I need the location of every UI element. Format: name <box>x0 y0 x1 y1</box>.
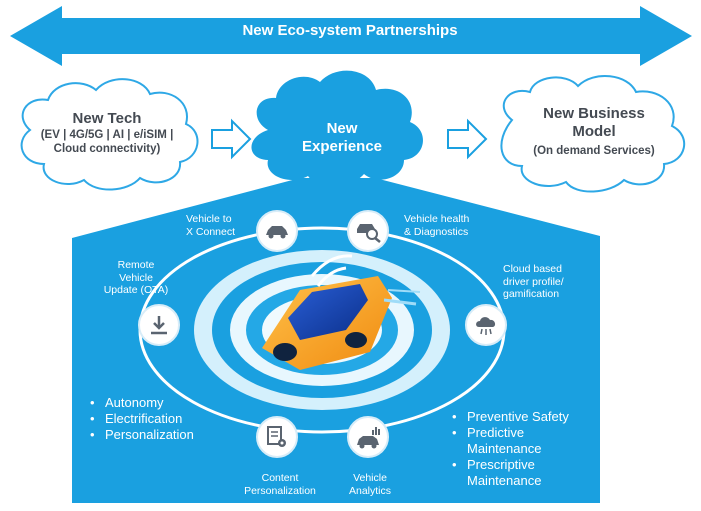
connected-car-illustration <box>262 254 421 370</box>
diagnostics-icon-circle <box>347 210 389 252</box>
bullet-item: Personalization <box>90 427 240 443</box>
document-gear-icon <box>267 426 286 447</box>
feature-label-ota: Remote Vehicle Update (OTA) <box>103 259 169 296</box>
partnerships-banner-label: New Eco-system Partnerships <box>242 22 458 39</box>
new-tech-title: New Tech <box>72 110 142 127</box>
feature-label-vehicle-to-x: Vehicle to X Connect <box>186 213 236 238</box>
content-personalization-icon-circle <box>256 416 298 458</box>
bullet-item: Autonomy <box>90 395 240 411</box>
arrow-experience-to-business <box>447 118 488 160</box>
vehicle-to-x-icon-circle <box>256 210 298 252</box>
feature-label-cloud-profile: Cloud based driver profile/ gamification <box>503 263 564 300</box>
new-tech-subtitle: (EV | 4G/5G | AI | e/iSIM | Cloud connec… <box>40 129 174 155</box>
car-icon <box>266 226 288 239</box>
new-business-title: New Business Model <box>543 105 645 140</box>
feature-label-vehicle-health: Vehicle health & Diagnostics <box>404 213 470 238</box>
new-experience-text: New Experience <box>292 120 392 156</box>
new-tech-cloud <box>20 78 199 191</box>
vehicle-analytics-icon-circle <box>347 416 389 458</box>
new-tech-text: New Tech (EV | 4G/5G | AI | e/iSIM | Clo… <box>36 110 178 156</box>
ota-icon-circle <box>138 304 180 346</box>
cloud-profile-icon-circle <box>465 304 507 346</box>
feature-label-vehicle-analytics: Vehicle Analytics <box>348 472 391 497</box>
cloud-icon <box>476 317 496 335</box>
left-bullet-list: Autonomy Electrification Personalization <box>90 395 240 443</box>
arrow-newtech-to-experience <box>211 118 252 160</box>
diagnostics-icon <box>357 224 381 243</box>
bullet-item: Electrification <box>90 411 240 427</box>
car-analytics-icon <box>357 427 380 449</box>
right-bullet-list: Preventive Safety Predictive Maintenance… <box>452 409 597 489</box>
new-experience-title: New Experience <box>301 120 383 155</box>
feature-label-content-personalization: Content Personalization <box>244 472 316 497</box>
partnerships-arrow <box>10 6 692 66</box>
new-business-subtitle: (On demand Services) <box>533 145 655 157</box>
new-business-cloud <box>500 74 686 193</box>
bullet-item: Predictive Maintenance <box>452 425 597 457</box>
new-experience-cloud <box>251 70 423 187</box>
new-business-text: New Business Model (On demand Services) <box>524 105 664 158</box>
download-icon <box>151 316 167 335</box>
bullet-item: Preventive Safety <box>452 409 597 425</box>
bullet-item: Prescriptive Maintenance <box>452 457 597 489</box>
